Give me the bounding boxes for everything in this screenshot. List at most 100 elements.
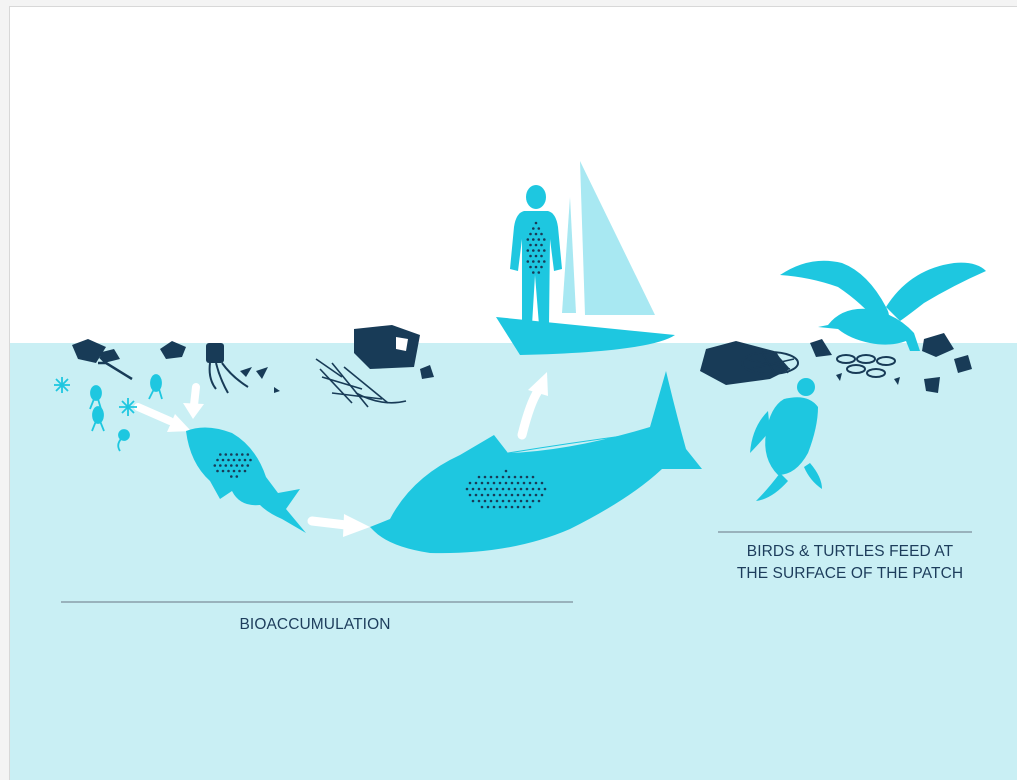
microplastic-dot [498, 481, 502, 485]
microplastic-dot [495, 499, 499, 503]
microplastic-dot [543, 487, 547, 491]
microplastic-dot [235, 475, 239, 478]
microplastic-dot [537, 271, 541, 274]
microplastic-dot [519, 475, 523, 479]
microplastic-dot [526, 260, 530, 263]
caption-birds-turtles: BIRDS & TURTLES FEED AT THE SURFACE OF T… [710, 541, 990, 585]
microplastic-dot [468, 481, 472, 485]
microplastic-dot [507, 475, 511, 479]
microplastic-dot [510, 505, 514, 509]
microplastic-dot [526, 238, 530, 241]
plastic-fragment [160, 341, 186, 359]
microplastic-dot [221, 469, 225, 473]
microplastic-dot [507, 499, 511, 503]
microplastic-dot [532, 238, 535, 241]
microplastic-dot [540, 232, 543, 236]
plastic-container [354, 325, 420, 369]
plastic-fragment [72, 339, 106, 363]
plastic-fragment [894, 377, 900, 385]
microplastic-dot [230, 464, 233, 467]
microplastic-dot [529, 243, 532, 247]
microplastic-dot [531, 487, 535, 491]
debris-cluster-middle [315, 325, 434, 408]
microplastic-dot [528, 493, 532, 497]
microplastic-dot [543, 260, 546, 263]
microplastic-dots-person [526, 221, 546, 274]
plastic-fragment [924, 377, 940, 393]
microplastic-dot [477, 499, 481, 503]
microplastic-dot [532, 227, 535, 230]
microplastic-dot [489, 499, 493, 503]
microplastic-dots-small-fish [213, 453, 252, 478]
microplastic-dot [534, 254, 538, 258]
arrow-debris-to-fish [183, 383, 204, 419]
sail [580, 161, 655, 315]
plastic-bag-fragment [206, 343, 224, 363]
debris-cluster-right [700, 333, 972, 393]
water [10, 343, 1017, 780]
microplastic-dot [230, 475, 233, 478]
microplastic-dot [540, 481, 544, 485]
microplastic-dot [243, 458, 247, 462]
fork-icon [98, 356, 133, 381]
shrimp-icon [148, 374, 163, 400]
microplastic-dot [528, 481, 532, 485]
microplastic-dot [540, 265, 543, 269]
microplastic-dot [495, 475, 499, 479]
microplastic-dot [504, 493, 508, 497]
microplastic-dot [501, 487, 505, 491]
microplastic-dot [532, 249, 535, 252]
microplastic-dot [537, 249, 541, 252]
microplastic-dot [483, 499, 487, 503]
bottle-caps [836, 354, 896, 378]
microplastic-dot [249, 458, 252, 462]
microplastic-dot [216, 469, 219, 473]
plastic-fragment [256, 367, 268, 379]
microplastic-dot [235, 464, 239, 467]
caption-bioaccumulation: BIOACCUMULATION [239, 616, 391, 633]
fishing-net-icon [315, 358, 407, 408]
plastic-fragment [240, 367, 252, 377]
microplastic-dot [224, 453, 228, 456]
boat-hull [496, 317, 675, 355]
microplastic-dot [525, 475, 529, 479]
microplastic-dot [534, 265, 538, 269]
microplastic-dot [468, 493, 472, 497]
microplastic-dot [513, 475, 517, 479]
microplastic-dot [534, 243, 538, 247]
microplastic-dot [534, 221, 538, 225]
microplastic-dot [227, 469, 230, 473]
microplastic-dot [534, 481, 538, 485]
microplastic-dot [480, 493, 484, 497]
microplastic-dot [513, 487, 517, 491]
microplastic-dot [230, 453, 233, 456]
microplastic-dot [522, 481, 526, 485]
microplastic-dot [238, 469, 241, 473]
microplastic-dot [510, 481, 514, 485]
shrimp-icon [89, 385, 102, 410]
arrow-plankton-to-fish [134, 403, 191, 432]
microplastic-dot [513, 499, 517, 503]
sea-turtle [750, 378, 822, 501]
microplastic-dot [219, 464, 222, 467]
small-fish [186, 427, 306, 533]
microplastic-dot [227, 458, 230, 462]
microplastic-dot [235, 453, 239, 456]
microplastic-dot [246, 464, 250, 467]
microplastic-dot [495, 487, 499, 491]
person [510, 185, 562, 325]
microplastic-dot [480, 481, 484, 485]
plastic-fragment [420, 365, 434, 379]
microplastic-dot [534, 232, 538, 236]
microplastic-dot [246, 453, 250, 456]
sailboat [496, 161, 675, 355]
microplastic-dot [486, 493, 490, 497]
microplastic-dot [519, 499, 523, 503]
microplastic-dot [238, 458, 241, 462]
microplastic-dot [510, 493, 514, 497]
microplastic-dot [501, 475, 505, 479]
plankton-star [119, 398, 137, 416]
microplastic-dot [232, 458, 236, 462]
microplastic-dot [492, 481, 496, 485]
microplastic-dot [532, 260, 535, 263]
